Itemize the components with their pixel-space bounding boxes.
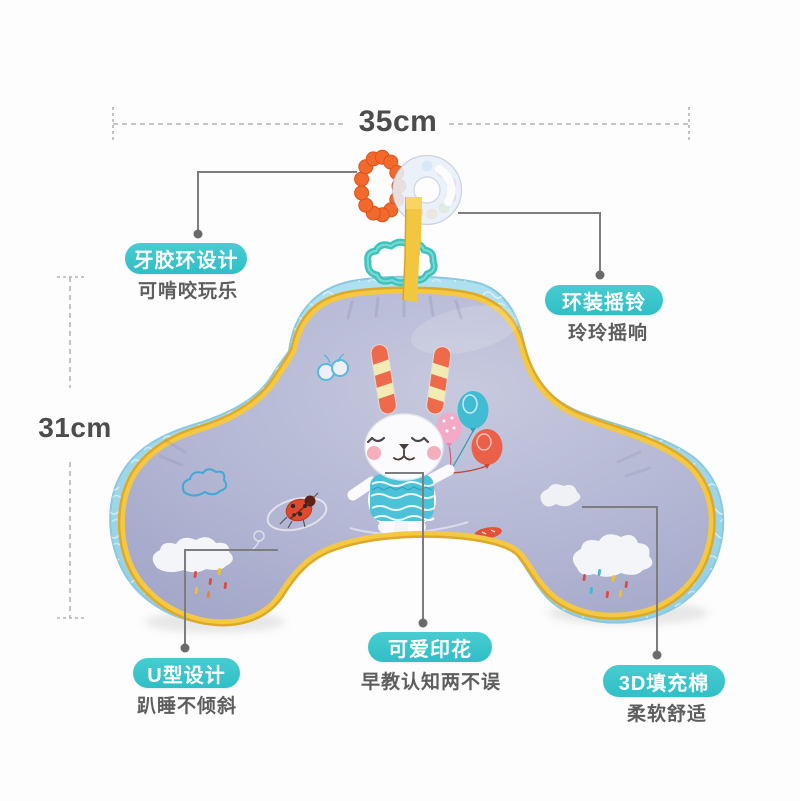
star-clip-icon: [364, 238, 438, 287]
cloud-print-small: [540, 484, 581, 507]
ladybug-print: [249, 492, 328, 552]
dimension-width-line: [112, 107, 690, 141]
callout-ushape-subtitle: 趴睡不倾斜: [136, 696, 237, 717]
cloud-print-left: [152, 537, 233, 573]
callout-filling-subtitle: 柔软舒适: [626, 704, 707, 725]
callout-filling-badge: 3D填充棉: [603, 665, 725, 697]
rattle-ring-icon: [391, 154, 463, 226]
pillow-prints: [152, 343, 653, 599]
bunny-face: [366, 436, 430, 444]
leader-lines: [184, 171, 658, 655]
cloud-print-right: [572, 534, 653, 577]
callout-print-subtitle: 早教认知两不误: [360, 672, 501, 693]
callout-teether-subtitle: 可啃咬玩乐: [137, 281, 238, 302]
balloons-print: [436, 391, 503, 474]
callout-rattle-badge: 环装摇铃: [545, 285, 663, 315]
rain-drops-right: [582, 569, 629, 599]
hanging-strap: [402, 196, 422, 302]
callout-print-badge: 可爱印花: [368, 632, 492, 662]
rain-drops-left: [193, 568, 228, 599]
cloud-outline-print: [181, 468, 228, 497]
leader-dots: [180, 229, 662, 660]
dimension-height-label: 31cm: [38, 412, 112, 443]
hanging-toys: [354, 149, 463, 302]
callout-teether-badge: 牙胶环设计: [125, 243, 247, 274]
callout-ushape-badge: U型设计: [133, 658, 240, 688]
callout-rattle-subtitle: 玲玲摇响: [567, 323, 648, 344]
bunny-print: [347, 343, 503, 539]
dimension-height-line: [57, 276, 84, 619]
butterfly-print: [317, 353, 349, 381]
dimension-width-label: 35cm: [358, 105, 438, 138]
